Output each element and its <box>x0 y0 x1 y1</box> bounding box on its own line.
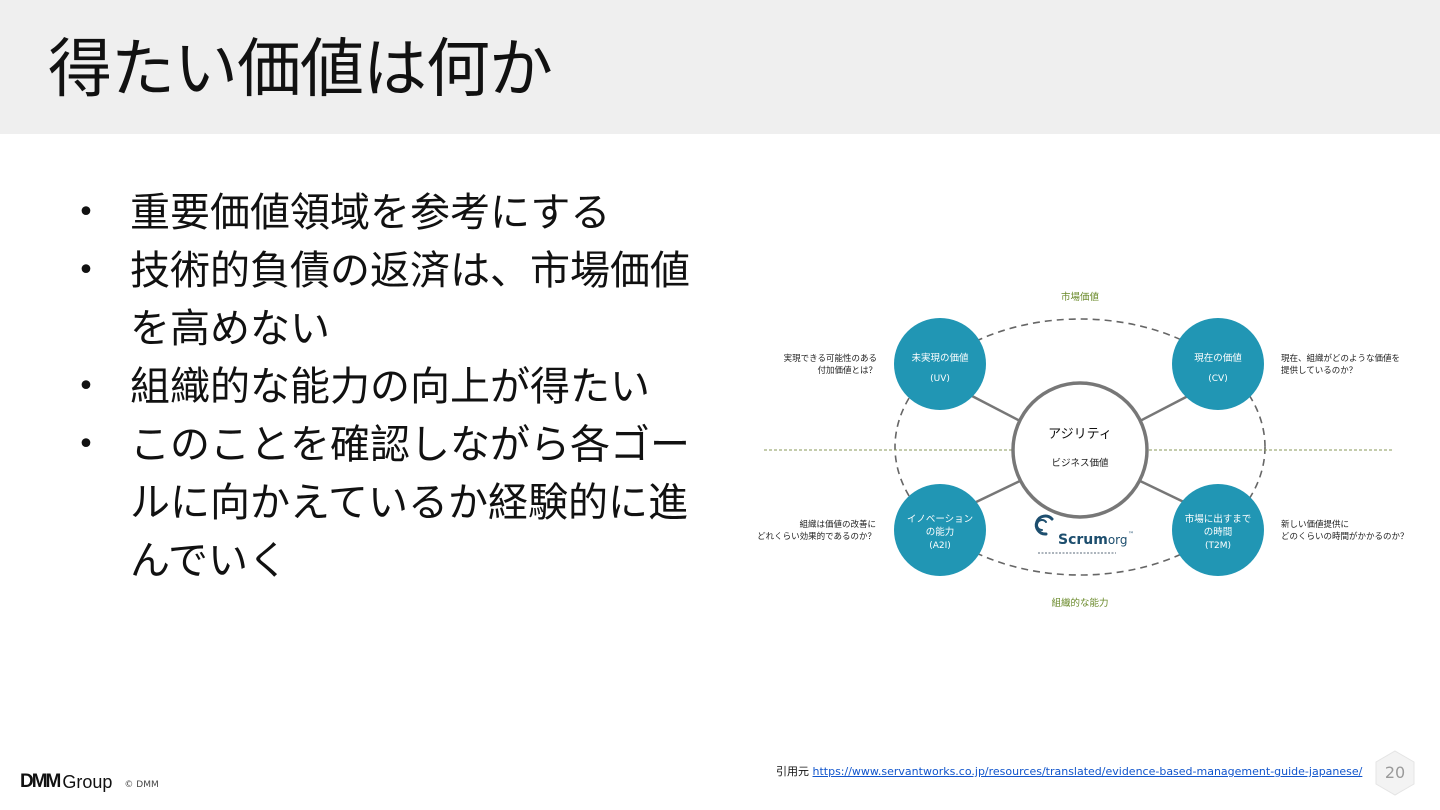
bullet-dot: • <box>77 427 95 462</box>
node-uv-code: (UV) <box>930 374 950 384</box>
scrum-logo: Scrum .org ™ <box>1034 514 1134 554</box>
scrum-brand: Scrum <box>1058 532 1108 548</box>
node-uv-label: 未実現の価値 <box>911 352 969 364</box>
node-t2m <box>1172 484 1264 576</box>
node-t2m-label-2: の時間 <box>1204 527 1233 538</box>
bullet-item: • 技術的負債の返済は、市場価値を高めない <box>76 242 716 358</box>
citation: 引用元 https://www.servantworks.co.jp/resou… <box>776 764 1362 780</box>
footer-logo: DMM Group © DMM <box>20 771 159 793</box>
title-bar: 得たい価値は何か <box>0 0 1440 134</box>
t2m-question-line1: 新しい価値提供に <box>1281 519 1349 530</box>
hexagon-icon <box>1375 750 1415 796</box>
cv-question-line2: 提供しているのか？ <box>1281 365 1357 376</box>
citation-prefix: 引用元 <box>776 765 809 778</box>
bullet-text: 重要価値領域を参考にする <box>130 190 611 236</box>
t2m-question-line2: どのくらいの時間がかかるのか？ <box>1281 531 1409 542</box>
page-number: 20 <box>1384 763 1406 782</box>
cv-question-line1: 現在、組織がどのような価値を <box>1281 353 1400 364</box>
bullet-item: • このことを確認しながら各ゴールに向かえているか経験的に進んでいく <box>76 416 716 590</box>
dmm-logo-mark: DMM <box>20 771 61 792</box>
bullet-dot: • <box>77 369 95 404</box>
node-uv <box>894 318 986 410</box>
connector-cv <box>1137 394 1189 424</box>
a2i-question-line2: どれくらい効果的であるのか？ <box>757 531 876 542</box>
bullet-text: 組織的な能力の向上が得たい <box>130 364 650 410</box>
node-a2i-code: (A2I) <box>929 541 951 551</box>
connector-a2i <box>971 478 1023 506</box>
bullet-item: • 組織的な能力の向上が得たい <box>76 358 716 416</box>
node-t2m-code: (T2M) <box>1205 541 1231 551</box>
center-title: アジリティ <box>1048 427 1112 442</box>
scrum-trademark: ™ <box>1128 531 1134 538</box>
copyright-text: © DMM <box>124 780 159 790</box>
node-t2m-label: 市場に出すまで <box>1185 513 1252 525</box>
uv-question-line1: 実現できる可能性のある <box>784 353 877 364</box>
scrum-suffix: .org <box>1104 533 1128 547</box>
dmm-logo-group: Group <box>62 772 113 792</box>
scrum-swirl-icon <box>1034 514 1054 536</box>
slide-title: 得たい価値は何か <box>48 33 553 107</box>
value-area-ellipse <box>894 318 1266 576</box>
center-circle <box>1011 381 1149 519</box>
node-cv-label: 現在の価値 <box>1194 352 1242 364</box>
bullet-dot: • <box>77 253 95 288</box>
citation-link[interactable]: https://www.servantworks.co.jp/resources… <box>812 765 1363 778</box>
bullet-dot: • <box>77 195 95 230</box>
node-cv <box>1172 318 1264 410</box>
bullet-list: • 重要価値領域を参考にする • 技術的負債の返済は、市場価値を高めない • 組… <box>76 184 716 590</box>
center-subtitle: ビジネス価値 <box>1051 457 1109 469</box>
ebm-diagram: アジリティ ビジネス価値 未実現の価値 (UV) 現在の価値 (CV) イノベー… <box>740 282 1430 622</box>
node-a2i-label-2: の能力 <box>926 526 955 538</box>
a2i-question-line1: 組織は価値の改善に <box>799 519 876 530</box>
node-a2i <box>894 484 986 576</box>
market-value-label: 市場価値 <box>1061 291 1100 303</box>
page-number-badge <box>1375 750 1415 796</box>
connector-t2m <box>1137 478 1189 506</box>
node-cv-code: (CV) <box>1208 374 1227 384</box>
connector-uv <box>971 394 1023 424</box>
organizational-capability-label: 組織的な能力 <box>1051 597 1108 609</box>
ebm-diagram-svg: アジリティ ビジネス価値 未実現の価値 (UV) 現在の価値 (CV) イノベー… <box>757 291 1409 609</box>
uv-question-line2: 付加価値とは？ <box>817 365 877 376</box>
bullet-text: このことを確認しながら各ゴールに向かえているか経験的に進んでいく <box>130 422 690 584</box>
bullet-item: • 重要価値領域を参考にする <box>76 184 716 242</box>
bullet-text: 技術的負債の返済は、市場価値を高めない <box>130 248 690 352</box>
node-a2i-label: イノベーション <box>907 514 973 525</box>
